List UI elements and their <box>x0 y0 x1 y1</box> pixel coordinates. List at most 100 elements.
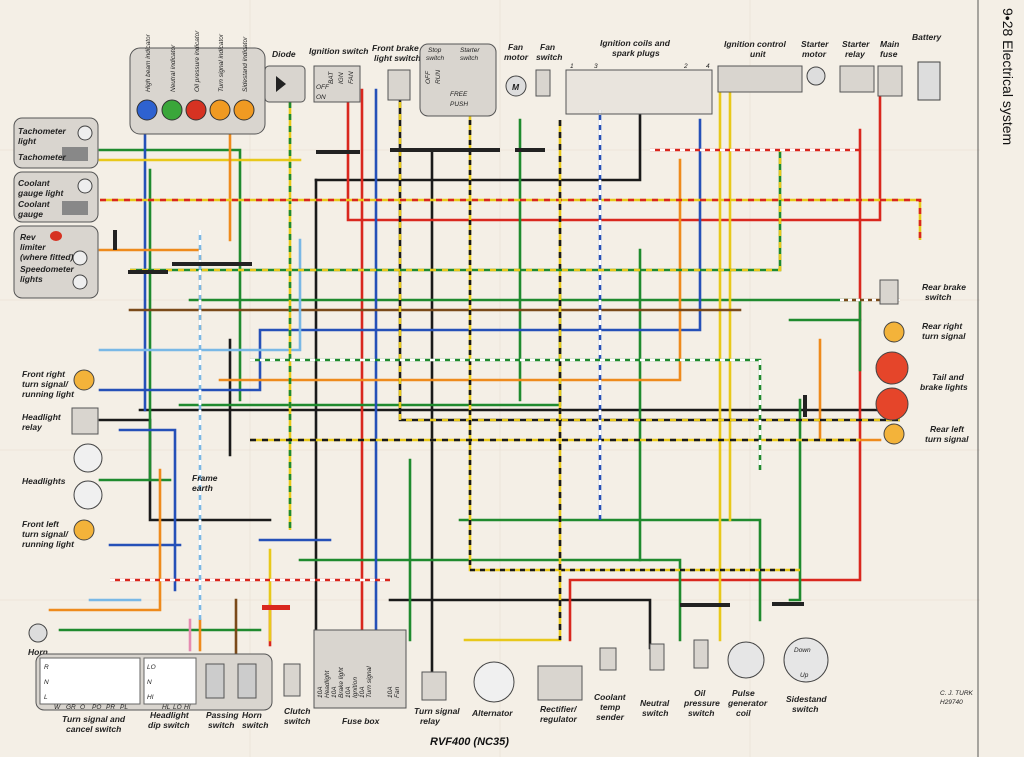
label-rear-brake-1: switch <box>925 292 951 302</box>
label-cool-gauge-1: gauge <box>17 209 43 219</box>
label-starter-1: switch <box>460 55 478 62</box>
tail-light-bulb-icon <box>875 351 909 385</box>
ign-col-ign: IGN <box>338 72 345 84</box>
label-coolant-sender-2: sender <box>596 712 625 722</box>
label-neutral-1: switch <box>642 708 668 718</box>
label-headlights: Headlights <box>22 476 66 486</box>
label-oil-2: switch <box>688 708 714 718</box>
label-tail-1: brake lights <box>920 382 968 392</box>
alternator-icon <box>473 661 515 703</box>
label-pulse-0: Pulse <box>732 688 755 698</box>
coil-num-2: 2 <box>683 63 688 70</box>
label-rev-1: limiter <box>20 242 46 252</box>
fuse-rating-4: 10A <box>387 686 394 698</box>
ign-col-bat: BAT <box>328 71 335 84</box>
sidestand-pos-down: Down <box>794 647 811 654</box>
headlight-1-icon <box>73 443 103 473</box>
coil-num-1: 1 <box>570 63 574 70</box>
connector-blocks <box>113 148 807 610</box>
label-fusebox: Fuse box <box>342 716 381 726</box>
passing-switch-box <box>205 663 225 699</box>
label-starter-relay-0: Starter <box>842 39 870 49</box>
bottom-components: Clutch switch Fuse box 10A 10A 10A 10A 1… <box>283 629 974 726</box>
label-fan-motor-1: motor <box>504 52 529 62</box>
ignition-switch-box <box>313 65 361 103</box>
fuse-rating-1: 10A <box>331 686 338 698</box>
label-front-left-1: turn signal/ <box>22 529 69 539</box>
label-clutch-0: Clutch <box>284 706 310 716</box>
oil-pressure-bulb-icon <box>185 99 207 121</box>
label-pulse-2: coil <box>736 708 751 718</box>
label-icu-1: unit <box>750 49 767 59</box>
label-stop-1: switch <box>426 55 444 62</box>
label-passing-1: switch <box>208 720 234 730</box>
label-fan-motor-0: Fan <box>508 42 523 52</box>
front-brake-switch-box <box>387 69 411 101</box>
credit-author: C. J. TURK <box>940 690 974 697</box>
fuse-rating-2: 10A <box>345 686 352 698</box>
neutral-bulb-icon <box>161 99 183 121</box>
fuse-name-2: Ignition <box>352 677 359 698</box>
stop-starter-switch-box <box>419 43 497 117</box>
dip-row-lo: LO <box>147 664 156 671</box>
ign-col-fan: FAN <box>348 71 355 84</box>
label-tach: Tachometer <box>18 152 67 162</box>
label-sidestand-0: Sidestand <box>786 694 827 704</box>
turn-col-3: PO <box>92 704 101 711</box>
label-tach-light-0: Tachometer <box>18 126 67 136</box>
indicator-cluster: High beam indicator Neutral indicator Oi… <box>129 30 266 135</box>
fan-motor-symbol: M <box>512 82 520 92</box>
starter-pos-free: FREE <box>450 91 468 98</box>
label-tach-light-1: light <box>18 136 37 146</box>
label-alternator: Alternator <box>471 708 513 718</box>
label-coolant-sender-0: Coolant <box>594 692 627 702</box>
label-front-left-0: Front left <box>22 519 60 529</box>
label-horn: Horn <box>28 647 48 657</box>
oil-pressure-switch-box <box>693 639 709 669</box>
label-horn-switch-0: Horn <box>242 710 262 720</box>
speedometer-bulb-2-icon <box>72 274 88 290</box>
turn-signal-switch-grid <box>39 657 141 705</box>
turn-row-n: N <box>44 679 49 686</box>
label-rectifier-0: Rectifier/ <box>540 704 578 714</box>
diagram-title: RVF400 (NC35) <box>430 736 509 748</box>
label-horn-switch-1: switch <box>242 720 268 730</box>
label-sidestand-1: switch <box>792 704 818 714</box>
label-starter-motor-0: Starter <box>801 39 829 49</box>
fuse-name-0: Headlight <box>324 669 331 698</box>
fan-switch-box <box>535 69 551 97</box>
label-front-brake-1: light switch <box>374 53 421 63</box>
label-front-right-2: running light <box>22 389 75 399</box>
label-coils-0: Ignition coils and <box>600 38 671 48</box>
label-frame-earth-0: Frame <box>192 473 218 483</box>
credit-code: H29740 <box>940 699 963 706</box>
label-rev-0: Rev <box>20 232 37 242</box>
fuse-name-4: Fan <box>394 686 401 698</box>
label-cool-gauge-0: Coolant <box>18 199 51 209</box>
clutch-switch-box <box>283 663 301 697</box>
label-cool-light-0: Coolant <box>18 178 51 188</box>
turn-signal-bulb-icon <box>209 99 231 121</box>
rear-right-turn-bulb-icon <box>883 321 905 343</box>
label-turn-cancel-1: cancel switch <box>66 724 121 734</box>
fuse-rating-3: 10A <box>359 686 366 698</box>
label-battery: Battery <box>912 32 943 42</box>
label-rear-left-1: turn signal <box>925 434 969 444</box>
headlight-relay-box <box>71 407 99 435</box>
label-ign-switch: Ignition switch <box>309 46 369 56</box>
label-icu-0: Ignition control <box>724 39 786 49</box>
coolant-light-bulb-icon <box>77 178 93 194</box>
high-beam-bulb-icon <box>136 99 158 121</box>
striped-wires <box>100 90 922 640</box>
label-rear-right-1: turn signal <box>922 331 966 341</box>
turn-col-4: PR <box>106 704 115 711</box>
label-rear-left-0: Rear left <box>930 424 965 434</box>
label-fan-switch-1: switch <box>536 52 562 62</box>
dip-col-0: HL <box>162 704 171 711</box>
sidestand-switch-icon <box>783 637 829 683</box>
label-stop-0: Stop <box>428 47 442 54</box>
label-dip-0: Headlight <box>150 710 190 720</box>
page-header: 9•28 Electrical system <box>1000 8 1016 145</box>
top-components: Diode OFF ON BAT IGN FAN Ignition switch… <box>264 32 943 117</box>
